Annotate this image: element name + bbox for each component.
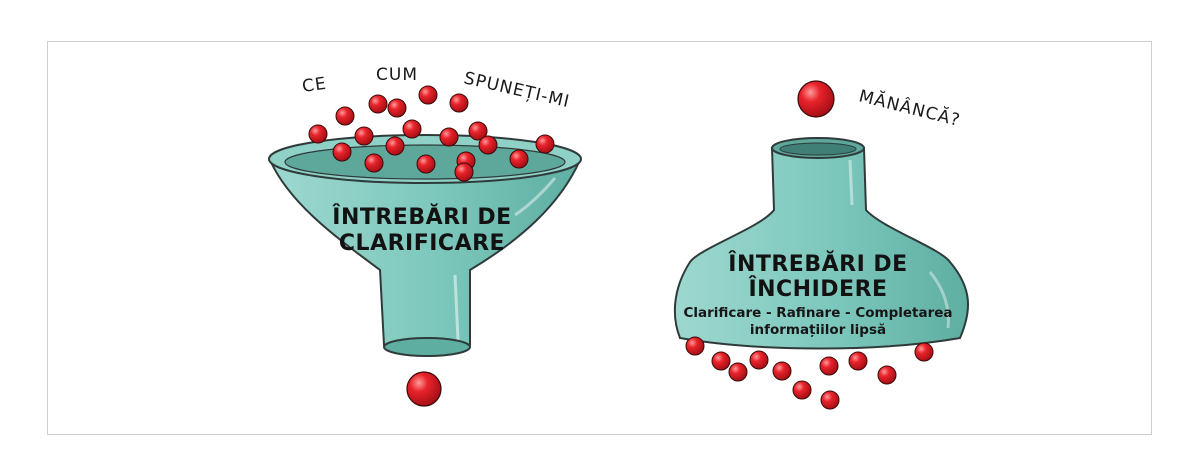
ball-icon-group-left [308, 85, 555, 182]
question-word-ce: CE [301, 74, 328, 97]
question-word-cum: CUM [376, 65, 418, 85]
closing-title-line-1: ÎNTREBĂRI DE [728, 251, 907, 277]
ball-icon-output [406, 371, 442, 407]
ball-icon-group-right [685, 336, 934, 410]
closing-subtitle-line-1: Clarificare - Rafinare - Completarea [683, 305, 952, 321]
closing-subtitle-line-2: informațiilor lipsă [750, 322, 886, 338]
clarification-title-line-2: CLARIFICARE [339, 231, 505, 256]
clarification-title-line-1: ÎNTREBĂRI DE [332, 204, 511, 230]
closing-funnel-icon [673, 137, 969, 350]
diagram-frame [47, 41, 1152, 435]
question-word-spuneti-mi: SPUNEȚI-MI [462, 68, 572, 112]
ball-icon-input [797, 80, 835, 118]
closing-title-line-2: ÎNCHIDERE [748, 276, 887, 302]
question-word-mananca: MĂNÂNCĂ? [857, 85, 963, 131]
